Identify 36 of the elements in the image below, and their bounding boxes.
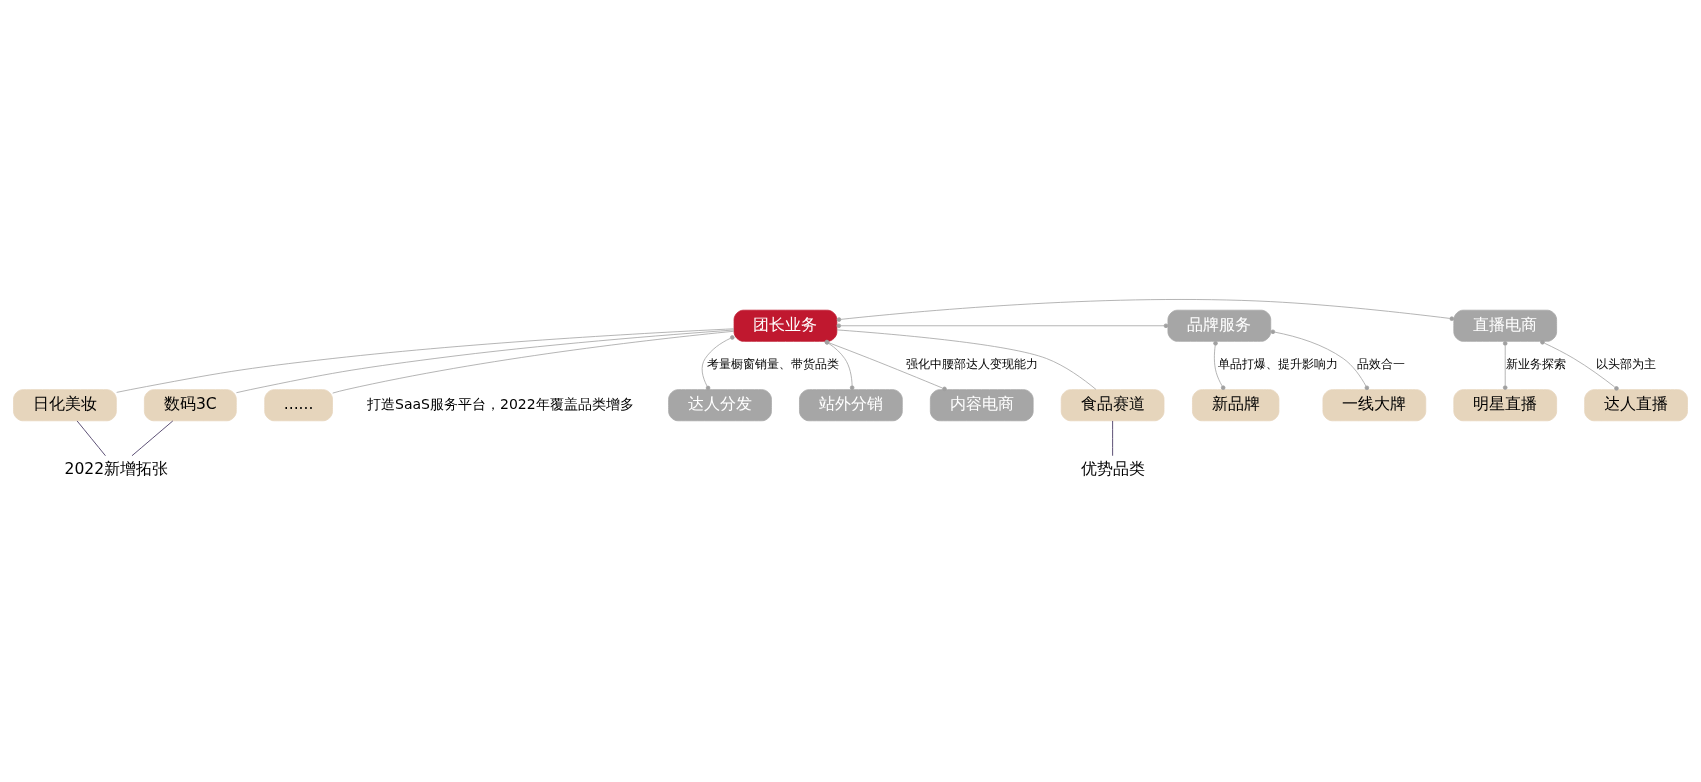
edge-label: 新业务探索 — [1505, 355, 1566, 371]
connector — [1502, 340, 1508, 390]
connector — [116, 327, 735, 393]
node-box: 达人分发 — [668, 388, 772, 421]
connector — [836, 298, 1455, 322]
connector — [236, 329, 735, 393]
connector — [1112, 420, 1113, 456]
node-text: 优势品类 — [1080, 459, 1145, 478]
node-box: 新品牌 — [1192, 388, 1280, 421]
node-text: 2022新增拓张 — [64, 459, 169, 478]
node-box: 明星直播 — [1453, 388, 1557, 421]
edge-label: 以头部为主 — [1595, 355, 1656, 371]
edge-label: 品效合一 — [1357, 355, 1406, 371]
node-box: 品牌服务 — [1167, 309, 1272, 342]
edge-label: 单品打爆、提升影响力 — [1217, 355, 1338, 371]
connector — [1270, 329, 1370, 390]
connector — [824, 339, 855, 390]
connector — [836, 323, 1169, 328]
connector — [836, 329, 1097, 390]
connector — [332, 330, 735, 393]
connector — [824, 339, 947, 391]
connector — [1540, 339, 1619, 391]
node-box: 站外分销 — [799, 388, 903, 421]
connector — [131, 420, 174, 456]
node-box: 达人直播 — [1584, 388, 1688, 421]
node-box: 数码3C — [144, 388, 237, 421]
node-box: ...... — [264, 388, 333, 421]
edge-label: 强化中腰部达人变现能力 — [905, 355, 1038, 371]
node-box: 一线大牌 — [1322, 388, 1427, 421]
edge-label: 考量橱窗销量、带货品类 — [706, 355, 839, 371]
connector — [701, 334, 735, 390]
node-box: 日化美妆 — [13, 388, 117, 421]
connector — [76, 420, 106, 456]
node-box: 食品赛道 — [1060, 388, 1165, 421]
label: 打造SaaS服务平台，2022年覆盖品类增多 — [367, 395, 634, 412]
connector — [1213, 340, 1226, 390]
